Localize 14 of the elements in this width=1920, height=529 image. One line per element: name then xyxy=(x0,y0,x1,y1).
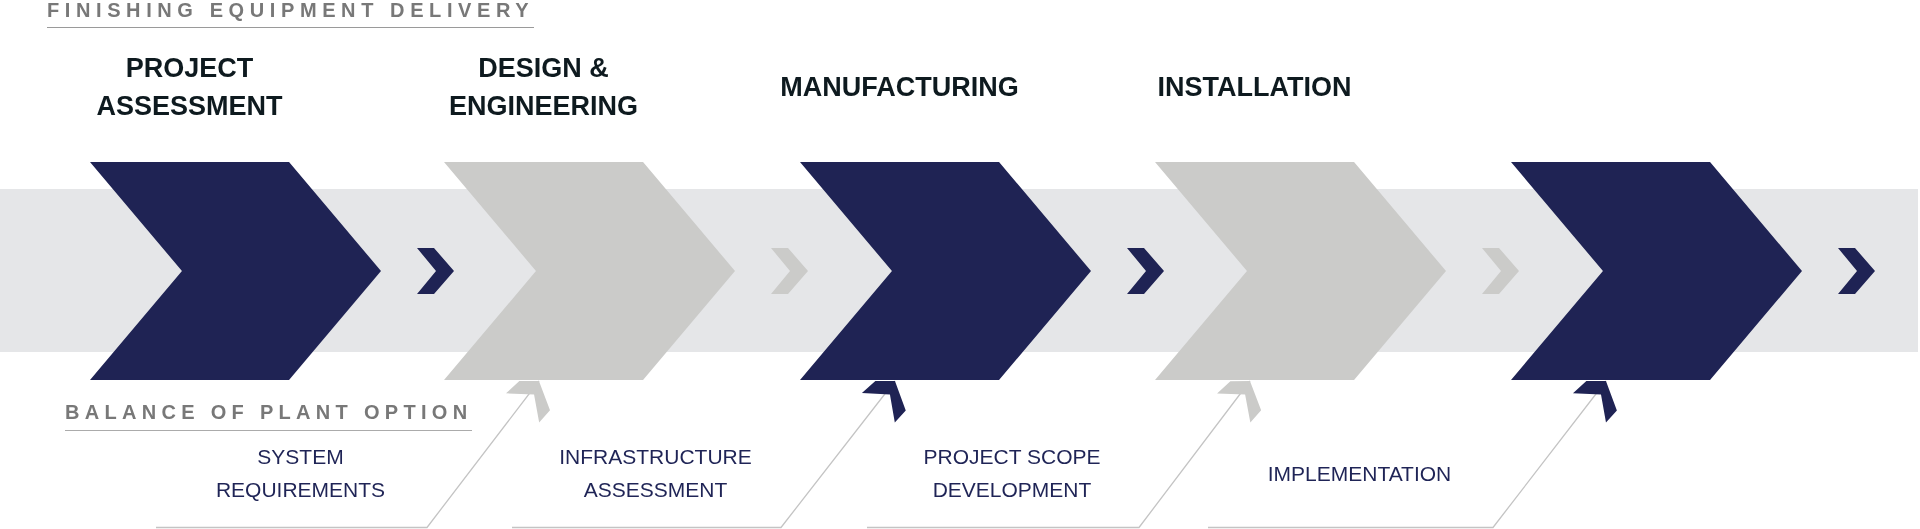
chevron-arrow xyxy=(1838,248,1875,294)
step-heading: MANUFACTURING xyxy=(780,71,1019,104)
substep-label: IMPLEMENTATION xyxy=(1267,460,1452,487)
step-heading: PROJECT ASSESSMENT xyxy=(96,52,283,123)
section-heading: BALANCE OF PLANT OPTION xyxy=(65,402,473,431)
substep-label: INFRASTRUCTURE ASSESSMENT xyxy=(558,444,753,503)
chevron-arrow xyxy=(1482,248,1519,294)
substep-label: PROJECT SCOPE DEVELOPMENT xyxy=(922,444,1102,503)
chevron-arrow xyxy=(1127,248,1164,294)
substep-label: SYSTEM REQUIREMENTS xyxy=(214,444,387,503)
step-heading: INSTALLATION xyxy=(1157,71,1352,104)
step-heading: DESIGN & ENGINEERING xyxy=(449,52,638,123)
chevron-arrow xyxy=(771,248,808,294)
section-heading: FINISHING EQUIPMENT DELIVERY xyxy=(47,0,535,28)
